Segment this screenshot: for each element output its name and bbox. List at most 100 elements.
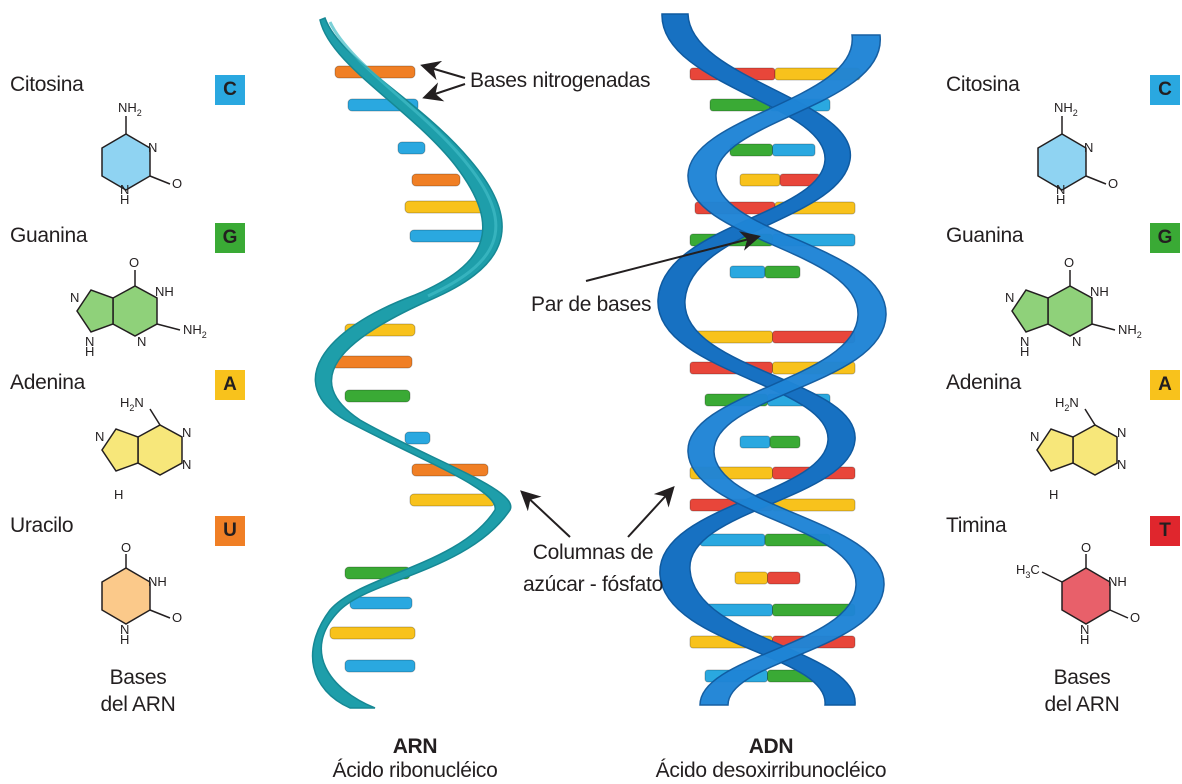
- rna-base-10: [404, 431, 431, 445]
- right-badge-adenine: A: [1150, 370, 1180, 400]
- rna-bases-group: [329, 65, 496, 673]
- svg-text:NH: NH: [1108, 574, 1127, 589]
- svg-text:O: O: [172, 176, 182, 191]
- dna-backbone-b: [687, 34, 887, 706]
- right-caption-line2: del ARN: [1044, 693, 1120, 716]
- rna-title: ARN: [392, 735, 438, 758]
- dna-title: ADN: [748, 735, 794, 758]
- label-nitrogenous-bases: Bases nitrogenadas: [470, 69, 651, 92]
- left-caption-line1: Bases: [109, 666, 167, 689]
- label-backbone-line2: azúcar - fósfato: [523, 573, 663, 596]
- label-backbone-line1: Columnas de: [532, 541, 654, 564]
- svg-text:H: H: [1020, 344, 1029, 359]
- adenine-structure-right: H2N N N N H: [1030, 395, 1126, 502]
- dna-base-pair-15-right-half: [767, 571, 801, 585]
- svg-text:H2N: H2N: [120, 395, 144, 413]
- right-base-name-thymine: Timina: [946, 514, 1007, 537]
- label-base-pair: Par de bases: [531, 293, 652, 316]
- svg-text:H3C: H3C: [1016, 562, 1040, 580]
- svg-text:N: N: [1030, 429, 1039, 444]
- right-badge-thymine: T: [1150, 516, 1180, 546]
- right-base-name-guanine: Guanina: [946, 224, 1024, 247]
- arrow-rna-backbone: [520, 490, 571, 538]
- guanine-structure-left: O N NH N N H NH2: [70, 255, 207, 359]
- rna-base-14: [349, 596, 413, 610]
- left-badge-guanine: G: [215, 223, 245, 253]
- rna-base-12: [409, 493, 496, 507]
- atom-nh2: NH2: [118, 100, 142, 118]
- guanine-structure-right: O N NH N N H NH2: [1005, 255, 1142, 359]
- left-badge-cytosine: C: [215, 75, 245, 105]
- svg-text:N: N: [1084, 140, 1093, 155]
- svg-text:N: N: [1072, 334, 1081, 349]
- svg-text:N: N: [85, 334, 94, 349]
- arrow-base-pair: [585, 231, 761, 282]
- svg-text:H: H: [1080, 632, 1089, 647]
- svg-text:N: N: [120, 182, 129, 197]
- svg-text:N: N: [1005, 290, 1014, 305]
- rna-base-16: [344, 659, 416, 673]
- svg-text:N: N: [1117, 457, 1126, 472]
- uracil-structure-left: O NH N H O: [101, 540, 182, 647]
- svg-text:O: O: [121, 540, 131, 555]
- rna-base-6: [409, 229, 491, 243]
- svg-text:H: H: [1049, 487, 1058, 502]
- rna-backbone-highlight: [328, 21, 498, 298]
- svg-text:H2N: H2N: [1055, 395, 1079, 413]
- svg-text:H: H: [120, 632, 129, 647]
- rna-subtitle: Ácido ribonucléico: [332, 759, 498, 782]
- svg-text:O: O: [172, 610, 182, 625]
- arrow-bases-top: [420, 60, 466, 81]
- cytosine-structure-right: NH2 N N H O: [1037, 100, 1118, 207]
- dna-backbone-a: [657, 13, 856, 706]
- rna-base-15: [329, 626, 416, 640]
- left-base-name-guanine: Guanina: [10, 224, 88, 247]
- rna-base-4: [411, 173, 461, 187]
- dna-base-pair-8-right-half: [772, 330, 856, 344]
- svg-text:H: H: [120, 192, 129, 207]
- svg-text:N: N: [1020, 334, 1029, 349]
- svg-text:N: N: [1117, 425, 1126, 440]
- dna-base-pair-15-left-half: [734, 571, 768, 585]
- right-badge-cytosine: C: [1150, 75, 1180, 105]
- dna-base-pair-7-left-half: [729, 265, 766, 279]
- left-badge-adenine: A: [215, 370, 245, 400]
- arrow-bases-bottom: [422, 82, 466, 102]
- svg-text:N: N: [137, 334, 146, 349]
- dna-base-pair-11-right-half: [769, 435, 801, 449]
- rna-base-3: [397, 141, 426, 155]
- svg-text:O: O: [1130, 610, 1140, 625]
- left-base-name-adenine: Adenina: [10, 371, 85, 394]
- svg-text:N: N: [148, 140, 157, 155]
- svg-text:N: N: [95, 429, 104, 444]
- adenine-structure-left: H2N N N N H: [95, 395, 191, 502]
- right-base-name-adenine: Adenina: [946, 371, 1021, 394]
- svg-text:O: O: [1081, 540, 1091, 555]
- svg-text:H: H: [1056, 192, 1065, 207]
- rna-base-8: [329, 355, 413, 369]
- svg-text:N: N: [182, 425, 191, 440]
- svg-text:O: O: [1108, 176, 1118, 191]
- left-badge-uracil: U: [215, 516, 245, 546]
- svg-text:NH2: NH2: [1054, 100, 1078, 118]
- dna-subtitle: Ácido desoxirribunocléico: [655, 759, 887, 782]
- svg-text:O: O: [1064, 255, 1074, 270]
- left-base-name-uracil: Uracilo: [10, 514, 74, 537]
- left-base-name-cytosine: Citosina: [10, 73, 84, 96]
- cytosine-structure-left: NH2 N N H O: [101, 100, 182, 207]
- svg-text:N: N: [70, 290, 79, 305]
- svg-text:NH: NH: [148, 574, 167, 589]
- dna-base-pair-3-left-half: [729, 143, 773, 157]
- right-badge-guanine: G: [1150, 223, 1180, 253]
- left-caption-line2: del ARN: [100, 693, 176, 716]
- svg-text:NH: NH: [155, 284, 174, 299]
- svg-text:H: H: [85, 344, 94, 359]
- rna-backbone: [311, 17, 512, 709]
- right-caption-line1: Bases: [1053, 666, 1111, 689]
- dna-base-pair-3-right-half: [772, 143, 816, 157]
- svg-text:N: N: [120, 622, 129, 637]
- svg-text:N: N: [182, 457, 191, 472]
- svg-text:N: N: [1080, 622, 1089, 637]
- right-base-name-cytosine: Citosina: [946, 73, 1020, 96]
